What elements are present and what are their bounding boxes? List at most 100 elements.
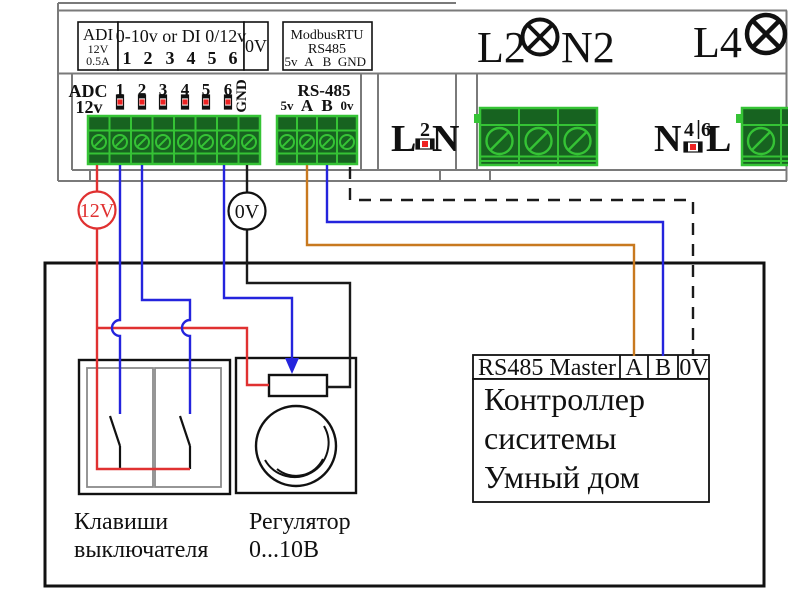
- relay2-label: N 4 6 L: [654, 118, 731, 160]
- rs485-terminal-labels: RS-485 5v A B 0v: [281, 81, 355, 115]
- node-12v-label: 12V: [80, 200, 115, 222]
- caption-switch-line1: Клавиши: [74, 509, 168, 535]
- din-device-outline: [57, 2, 788, 182]
- relay1-sup: 2: [420, 119, 430, 141]
- screw-terminal: [177, 134, 193, 150]
- relay-output-block-2: [736, 106, 788, 167]
- wire-input6-blue: [222, 165, 294, 360]
- di-num-4: 4: [187, 48, 196, 68]
- captions: Клавиши выключателя Регулятор 0...10В: [74, 509, 351, 563]
- modbus-pin-5v: 5v: [285, 54, 299, 69]
- modbus-rs485: RS485: [308, 42, 346, 57]
- room-enclosure-box: [43, 261, 766, 588]
- di-num-1: 1: [123, 48, 132, 68]
- screw-terminal: [198, 134, 214, 150]
- controller-header-label: RS485 Master: [478, 355, 616, 381]
- adc-num-6: 6: [224, 80, 233, 99]
- screw-terminal: [339, 134, 355, 150]
- adc-num-4: 4: [181, 80, 190, 99]
- rs485-pin-5v: 5v: [281, 98, 295, 113]
- controller-pin-b: B: [655, 355, 671, 381]
- adc-terminal-labels: ADC 12v 1 2 3 4 5 6 GND: [69, 79, 251, 117]
- jumper-icon-1: [115, 94, 125, 110]
- jumper-icon-3: [158, 94, 168, 110]
- adc-num-2: 2: [138, 80, 147, 99]
- adc-num-5: 5: [202, 80, 211, 99]
- di-num-2: 2: [144, 48, 153, 68]
- screw-terminal: [91, 134, 107, 150]
- node-0v-circle: [227, 191, 267, 231]
- wire-12v-red: [95, 165, 190, 471]
- controller-header: [472, 354, 710, 380]
- controller-line1: Контроллер: [484, 381, 645, 417]
- relay1-n: N: [432, 118, 459, 160]
- adc-12v-label: 12v: [76, 97, 103, 117]
- adi-box: [77, 21, 119, 71]
- di-num-5: 5: [208, 48, 217, 68]
- lamp-circuit-4: L4: [693, 12, 788, 67]
- screw-terminal: [299, 134, 315, 150]
- lamp-icon: [520, 17, 560, 57]
- jumper-icon-4: [180, 94, 190, 110]
- wire-rs485-b-blue: [325, 165, 665, 356]
- screw-terminal: [241, 134, 257, 150]
- wire-input1-blue: [110, 165, 122, 414]
- adc-label: ADC: [69, 81, 108, 101]
- relay2-sup4: 4: [684, 119, 694, 141]
- relay2-n: N: [654, 118, 681, 160]
- modbus-box: [282, 21, 373, 71]
- modbus-pin-a: A: [304, 54, 314, 69]
- lamp2-n-label: N2: [561, 23, 615, 72]
- rs485-title: RS-485: [298, 81, 351, 100]
- screw-terminal: [319, 134, 335, 150]
- controller-pin-0v: 0V: [679, 355, 709, 381]
- jumper-icon-6: [223, 94, 233, 110]
- screw-terminal: [746, 126, 776, 156]
- controller-line3: Умный дом: [484, 459, 640, 495]
- wire-rs485-a-orange: [305, 165, 636, 356]
- knob-circle: [254, 404, 338, 488]
- switch-outer-box: [77, 358, 232, 496]
- wires: [95, 165, 695, 471]
- screw-terminal: [220, 134, 236, 150]
- controller-line2: сиситемы: [484, 420, 617, 456]
- wire-12v-red-branch: [97, 326, 269, 387]
- modbus-title: ModbusRTU: [290, 28, 363, 43]
- screw-terminal: [563, 126, 592, 156]
- node-12v-circle: [77, 190, 117, 230]
- caption-regulator-line2: 0...10В: [249, 537, 319, 563]
- jumper-icon-2: [137, 94, 147, 110]
- relay2-l: L: [706, 118, 731, 160]
- wire-input2-blue: [140, 165, 192, 414]
- ov-box: [243, 21, 269, 71]
- gnd-label: GND: [234, 79, 250, 113]
- screw-terminal: [485, 126, 514, 156]
- adi-label: ADI: [83, 25, 114, 44]
- caption-switch-line2: выключателя: [74, 537, 208, 563]
- rs485-pin-b: B: [321, 96, 332, 115]
- relay-output-block-1: [474, 106, 599, 167]
- di-num-3: 3: [166, 48, 175, 68]
- controller-pin-a: A: [625, 355, 643, 381]
- screw-terminal: [134, 134, 150, 150]
- modbus-pin-b: B: [323, 54, 332, 69]
- controller-box: RS485 Master A B 0V Контроллер сиситемы …: [472, 354, 710, 503]
- lamp4-l-label: L4: [693, 18, 742, 67]
- ov-top-label: 0V: [245, 36, 267, 56]
- di-title: 0-10v or DI 0/12v: [116, 26, 246, 46]
- adc-num-1: 1: [116, 80, 125, 99]
- switch-box: [77, 358, 232, 496]
- voltage-nodes: 12V 0V: [77, 190, 267, 231]
- switch2-contact: [178, 415, 192, 469]
- screw-terminal: [112, 134, 128, 150]
- adc-num-3: 3: [159, 80, 168, 99]
- rs485-pin-0v: 0v: [341, 98, 355, 113]
- lamp-circuit-2: L2 N2: [477, 17, 615, 72]
- relay2-sup6: 6: [701, 119, 711, 141]
- rs485-pin-a: A: [301, 96, 314, 115]
- screw-terminal: [155, 134, 171, 150]
- modbus-pin-gnd: GND: [338, 54, 366, 69]
- caption-regulator-line1: Регулятор: [249, 509, 351, 535]
